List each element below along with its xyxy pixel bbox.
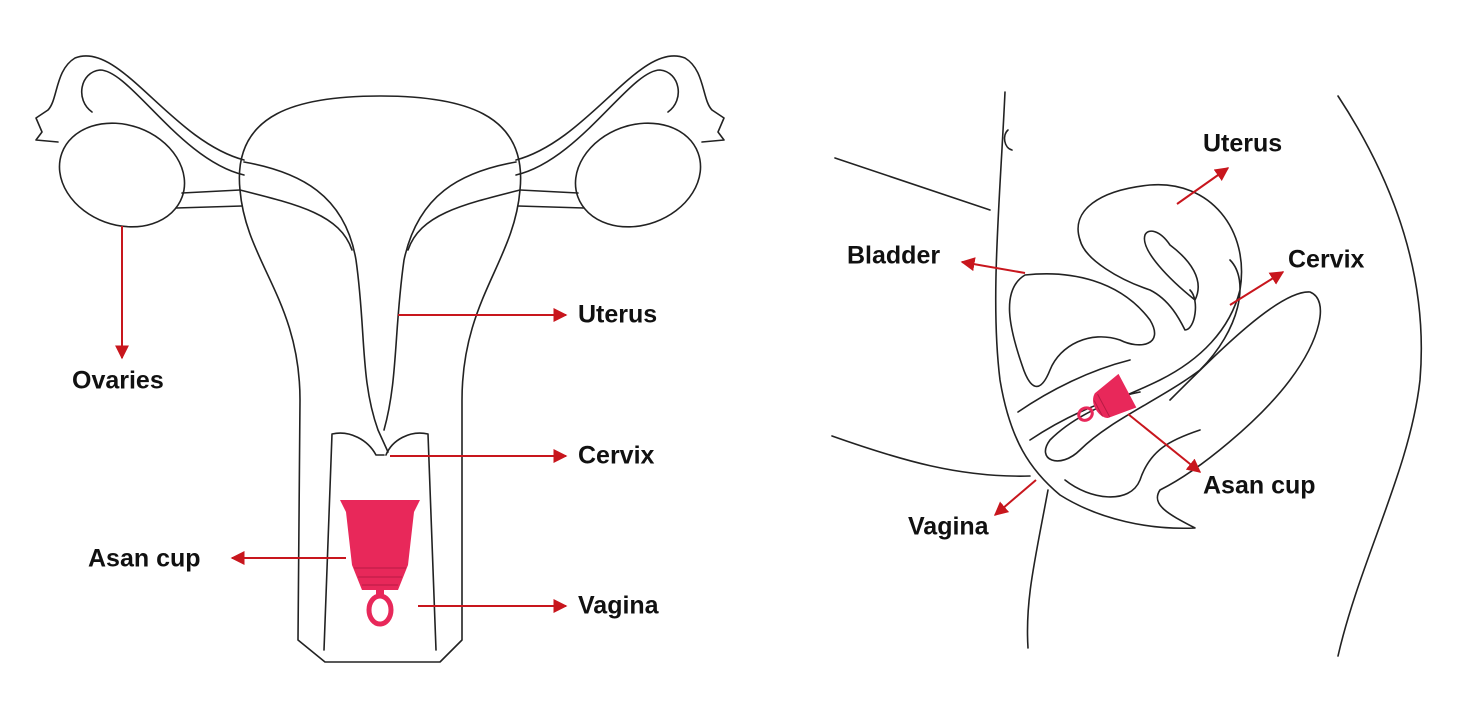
uterus-side	[1044, 183, 1243, 462]
menstrual-cup-side	[1077, 373, 1137, 422]
label-uterus: Uterus	[578, 301, 657, 329]
side-cup-pointer	[1127, 413, 1202, 473]
label-asan-cup: Asan cup	[88, 545, 201, 573]
side-cervix-pointer	[1229, 271, 1285, 306]
side-label-bladder: Bladder	[847, 242, 940, 270]
cervix	[323, 432, 437, 651]
thigh-line	[831, 157, 1049, 649]
side-label-cervix: Cervix	[1288, 246, 1365, 274]
side-label-vagina: Vagina	[908, 513, 990, 541]
right-ovary	[574, 122, 702, 228]
abdomen-line	[994, 91, 1322, 530]
side-bladder-pointer	[960, 257, 1026, 274]
right-fallopian-tube	[515, 55, 725, 176]
side-label-uterus: Uterus	[1203, 130, 1282, 158]
label-vagina: Vagina	[578, 592, 660, 620]
uterine-cavity	[243, 161, 517, 453]
uterus-outline	[238, 95, 522, 663]
side-vagina-pointer	[993, 479, 1037, 516]
side-label-asan-cup: Asan cup	[1203, 472, 1316, 500]
left-fallopian-tube	[35, 55, 245, 176]
label-ovaries: Ovaries	[72, 367, 164, 395]
front-view-illustration	[35, 55, 725, 663]
side-uterus-pointer	[1176, 167, 1230, 205]
back-line	[1337, 95, 1423, 657]
bladder	[1008, 273, 1156, 388]
menstrual-cup-front	[340, 500, 420, 627]
side-view-illustration	[831, 91, 1423, 657]
left-ovary	[58, 122, 186, 228]
label-cervix: Cervix	[578, 442, 655, 470]
